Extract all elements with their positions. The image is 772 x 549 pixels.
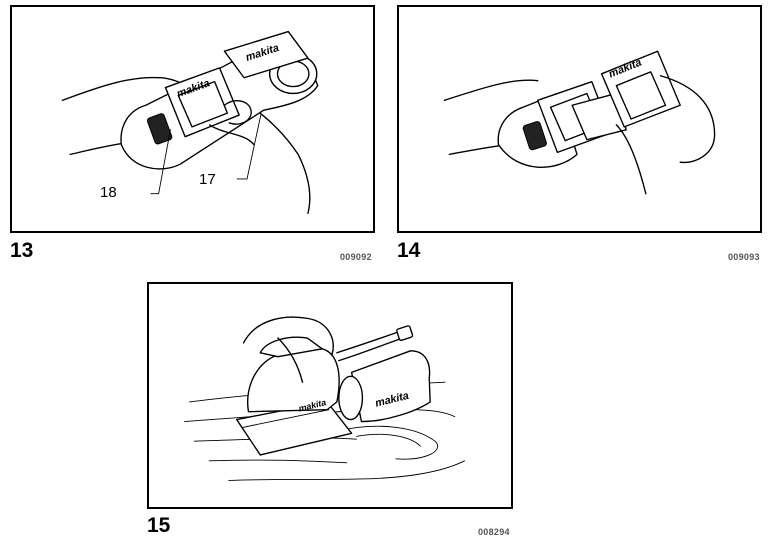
figure-15-illustration: makita makita — [184, 316, 466, 481]
figure-13-number: 13 — [10, 239, 34, 262]
callout-17: 17 — [199, 171, 216, 188]
figure-15-number: 15 — [147, 514, 171, 537]
figure-13-code: 009092 — [340, 252, 372, 262]
figure-14-code: 009093 — [728, 252, 760, 262]
figure-14-number: 14 — [397, 239, 421, 262]
callout-18: 18 — [100, 184, 117, 201]
figure-13-illustration: makita makita — [61, 30, 319, 215]
figure-15-panel: makita makita — [147, 282, 513, 509]
figure-14-panel: makita — [397, 5, 762, 233]
figure-14-illustration: makita — [443, 50, 716, 195]
figure-15-code: 008294 — [478, 527, 510, 537]
figure-13-panel: makita makita 18 17 — [10, 5, 375, 233]
